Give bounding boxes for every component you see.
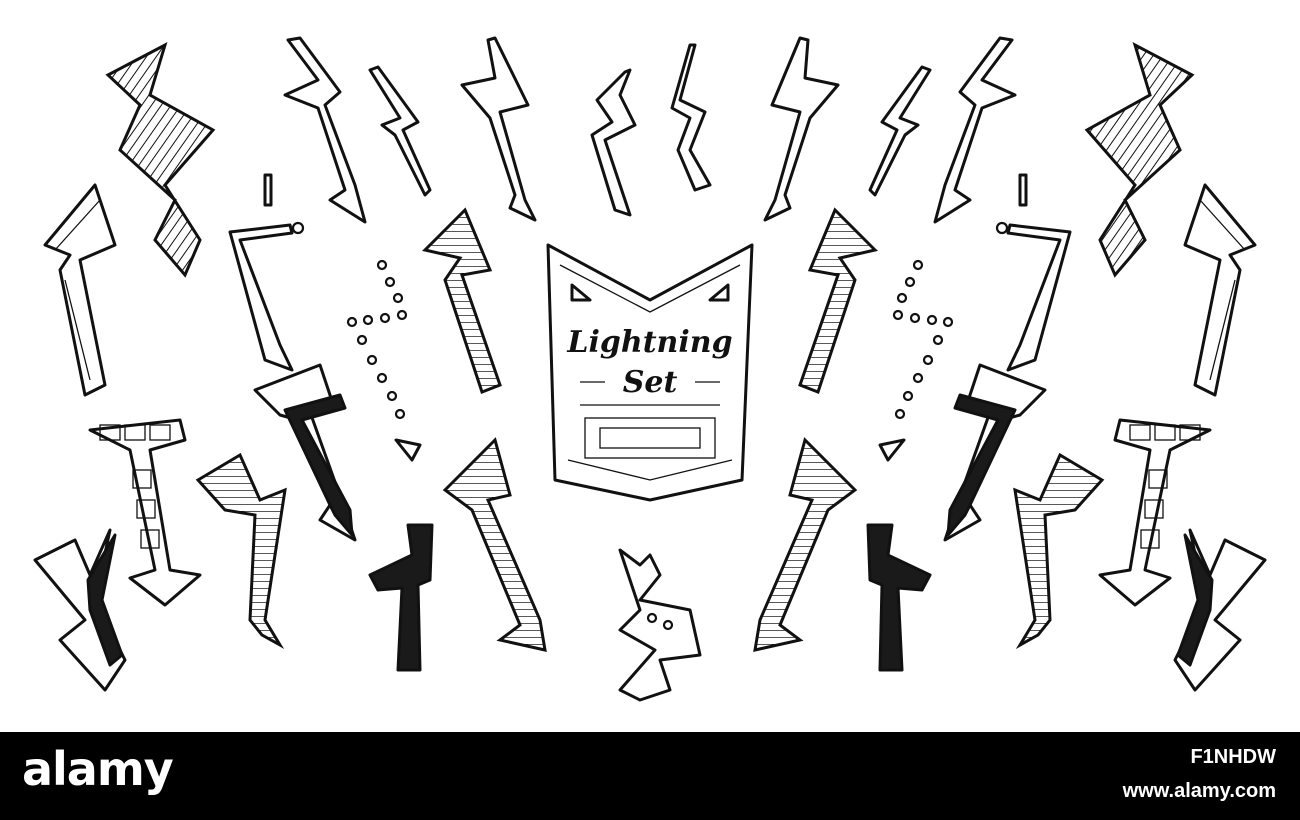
- bolt-lower-left-squares: [88, 418, 202, 607]
- dotted-arrow-right: [878, 259, 954, 462]
- lightning-set-illustration: Lightning Set: [33, 36, 1267, 702]
- bolt-lower-8-dark: [866, 523, 932, 672]
- bolt-lower-7-striped: [753, 437, 858, 652]
- bolt-right-triangles: [1183, 183, 1257, 397]
- bolt-top-6: [670, 43, 712, 192]
- bolt-top-8: [868, 65, 932, 197]
- bolt-lower-left-dark: [33, 528, 127, 692]
- bolt-lower-9-shadow: [943, 363, 1047, 542]
- bolt-top-left-hatched: [105, 42, 216, 278]
- image-id-label: F1NHDW: [1190, 746, 1276, 768]
- site-url-label: www.alamy.com: [1122, 780, 1276, 802]
- shield-badge: Lightning Set: [546, 243, 754, 502]
- bolt-lower-center: [618, 548, 702, 702]
- doodle-canvas: Lightning Set: [33, 36, 1267, 702]
- bolt-top-4: [460, 36, 537, 222]
- bolt-lower-10: [1013, 452, 1105, 650]
- bolt-lower-right-squares: [1098, 418, 1212, 607]
- arrow-right-exclaim: [995, 173, 1072, 372]
- brand-logo: alamy: [22, 742, 174, 796]
- shield-title-line2: Set: [623, 365, 678, 400]
- bolt-inner-right-striped: [798, 207, 878, 394]
- bolt-inner-left-striped: [422, 207, 502, 394]
- bolt-top-5: [590, 68, 637, 217]
- dotted-arrow-left: [346, 259, 422, 462]
- bolt-top-2: [283, 36, 367, 224]
- bolt-lower-3-shadow: [253, 363, 357, 542]
- bolt-lower-2: [195, 452, 287, 650]
- bolt-top-7: [763, 36, 840, 222]
- bolt-top-9: [933, 36, 1017, 224]
- arrow-left-exclaim: [228, 173, 305, 372]
- bolt-top-3: [368, 65, 432, 197]
- bolt-lower-4-dark: [368, 523, 434, 672]
- stock-watermark-bar: alamy F1NHDW www.alamy.com: [0, 732, 1300, 820]
- bolt-lower-5-striped: [442, 437, 547, 652]
- bolt-left-triangles: [43, 183, 117, 397]
- bolt-top-right-hatched: [1084, 42, 1195, 278]
- bolt-lower-right-dark: [1173, 528, 1267, 692]
- shield-title-line1: Lightning: [566, 325, 732, 360]
